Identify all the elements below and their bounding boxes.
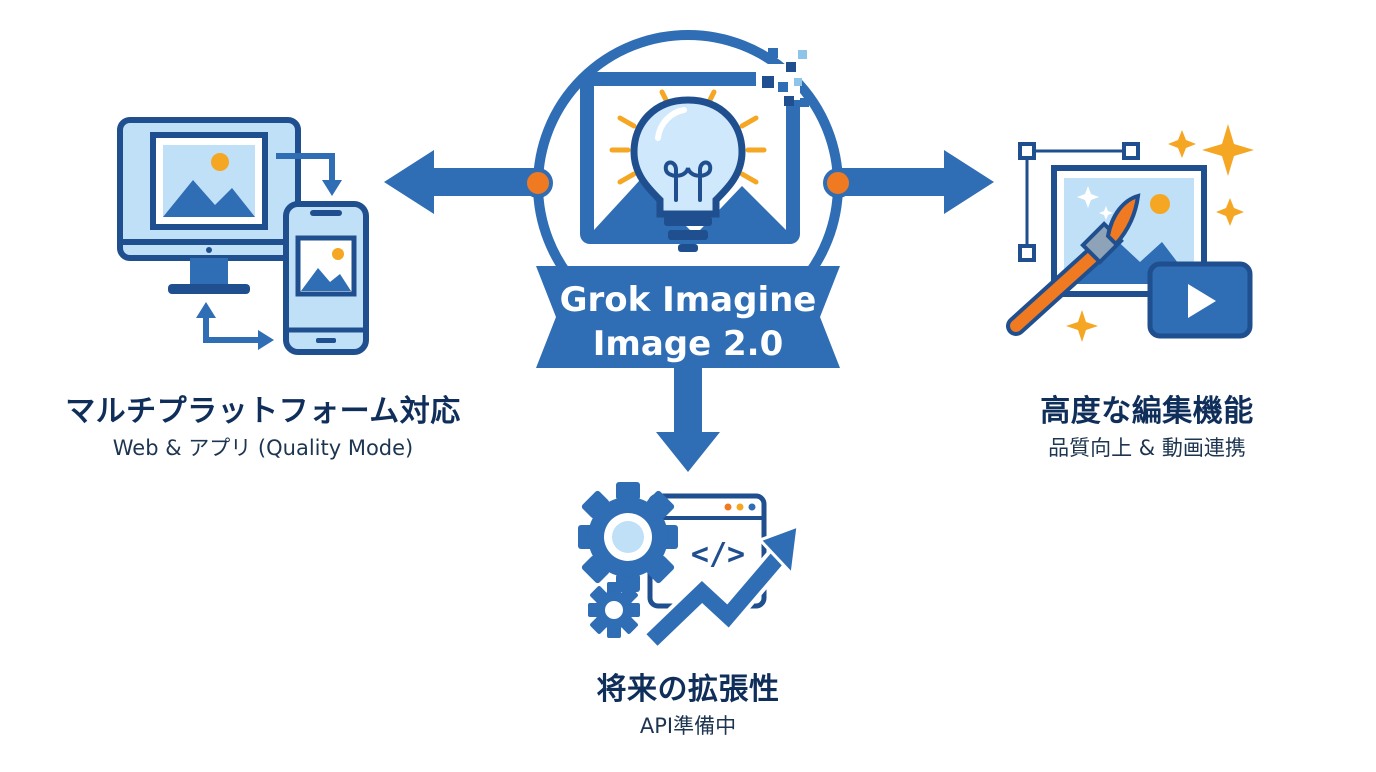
feature-subtitle-extensibility: API準備中 — [639, 714, 737, 738]
banner-title-line1: Grok Imagine — [560, 280, 817, 320]
lightbulb-image-icon — [580, 48, 809, 252]
arrow-down — [656, 360, 720, 472]
feature-title-multiplatform: マルチプラットフォーム対応 — [65, 394, 461, 429]
banner-title-line2: Image 2.0 — [593, 324, 784, 364]
arrow-right — [838, 150, 994, 214]
svg-text:</>: </> — [691, 537, 745, 572]
feature-title-extensibility: 将来の拡張性 — [596, 672, 780, 707]
desktop-mobile-sync-icon — [117, 117, 369, 355]
feature-subtitle-editing: 品質向上 & 動画連携 — [1048, 436, 1246, 460]
arrow-left — [384, 150, 536, 214]
feature-title-editing: 高度な編集機能 — [1040, 394, 1254, 429]
gear-code-growth-icon: </> — [578, 482, 800, 649]
image-edit-brush-icon — [1006, 124, 1254, 342]
feature-subtitle-multiplatform: Web & アプリ (Quality Mode) — [112, 436, 414, 460]
connector-dot-left — [523, 168, 553, 198]
connector-dot-right — [823, 168, 853, 198]
center-banner: Grok Imagine Image 2.0 — [536, 266, 840, 368]
